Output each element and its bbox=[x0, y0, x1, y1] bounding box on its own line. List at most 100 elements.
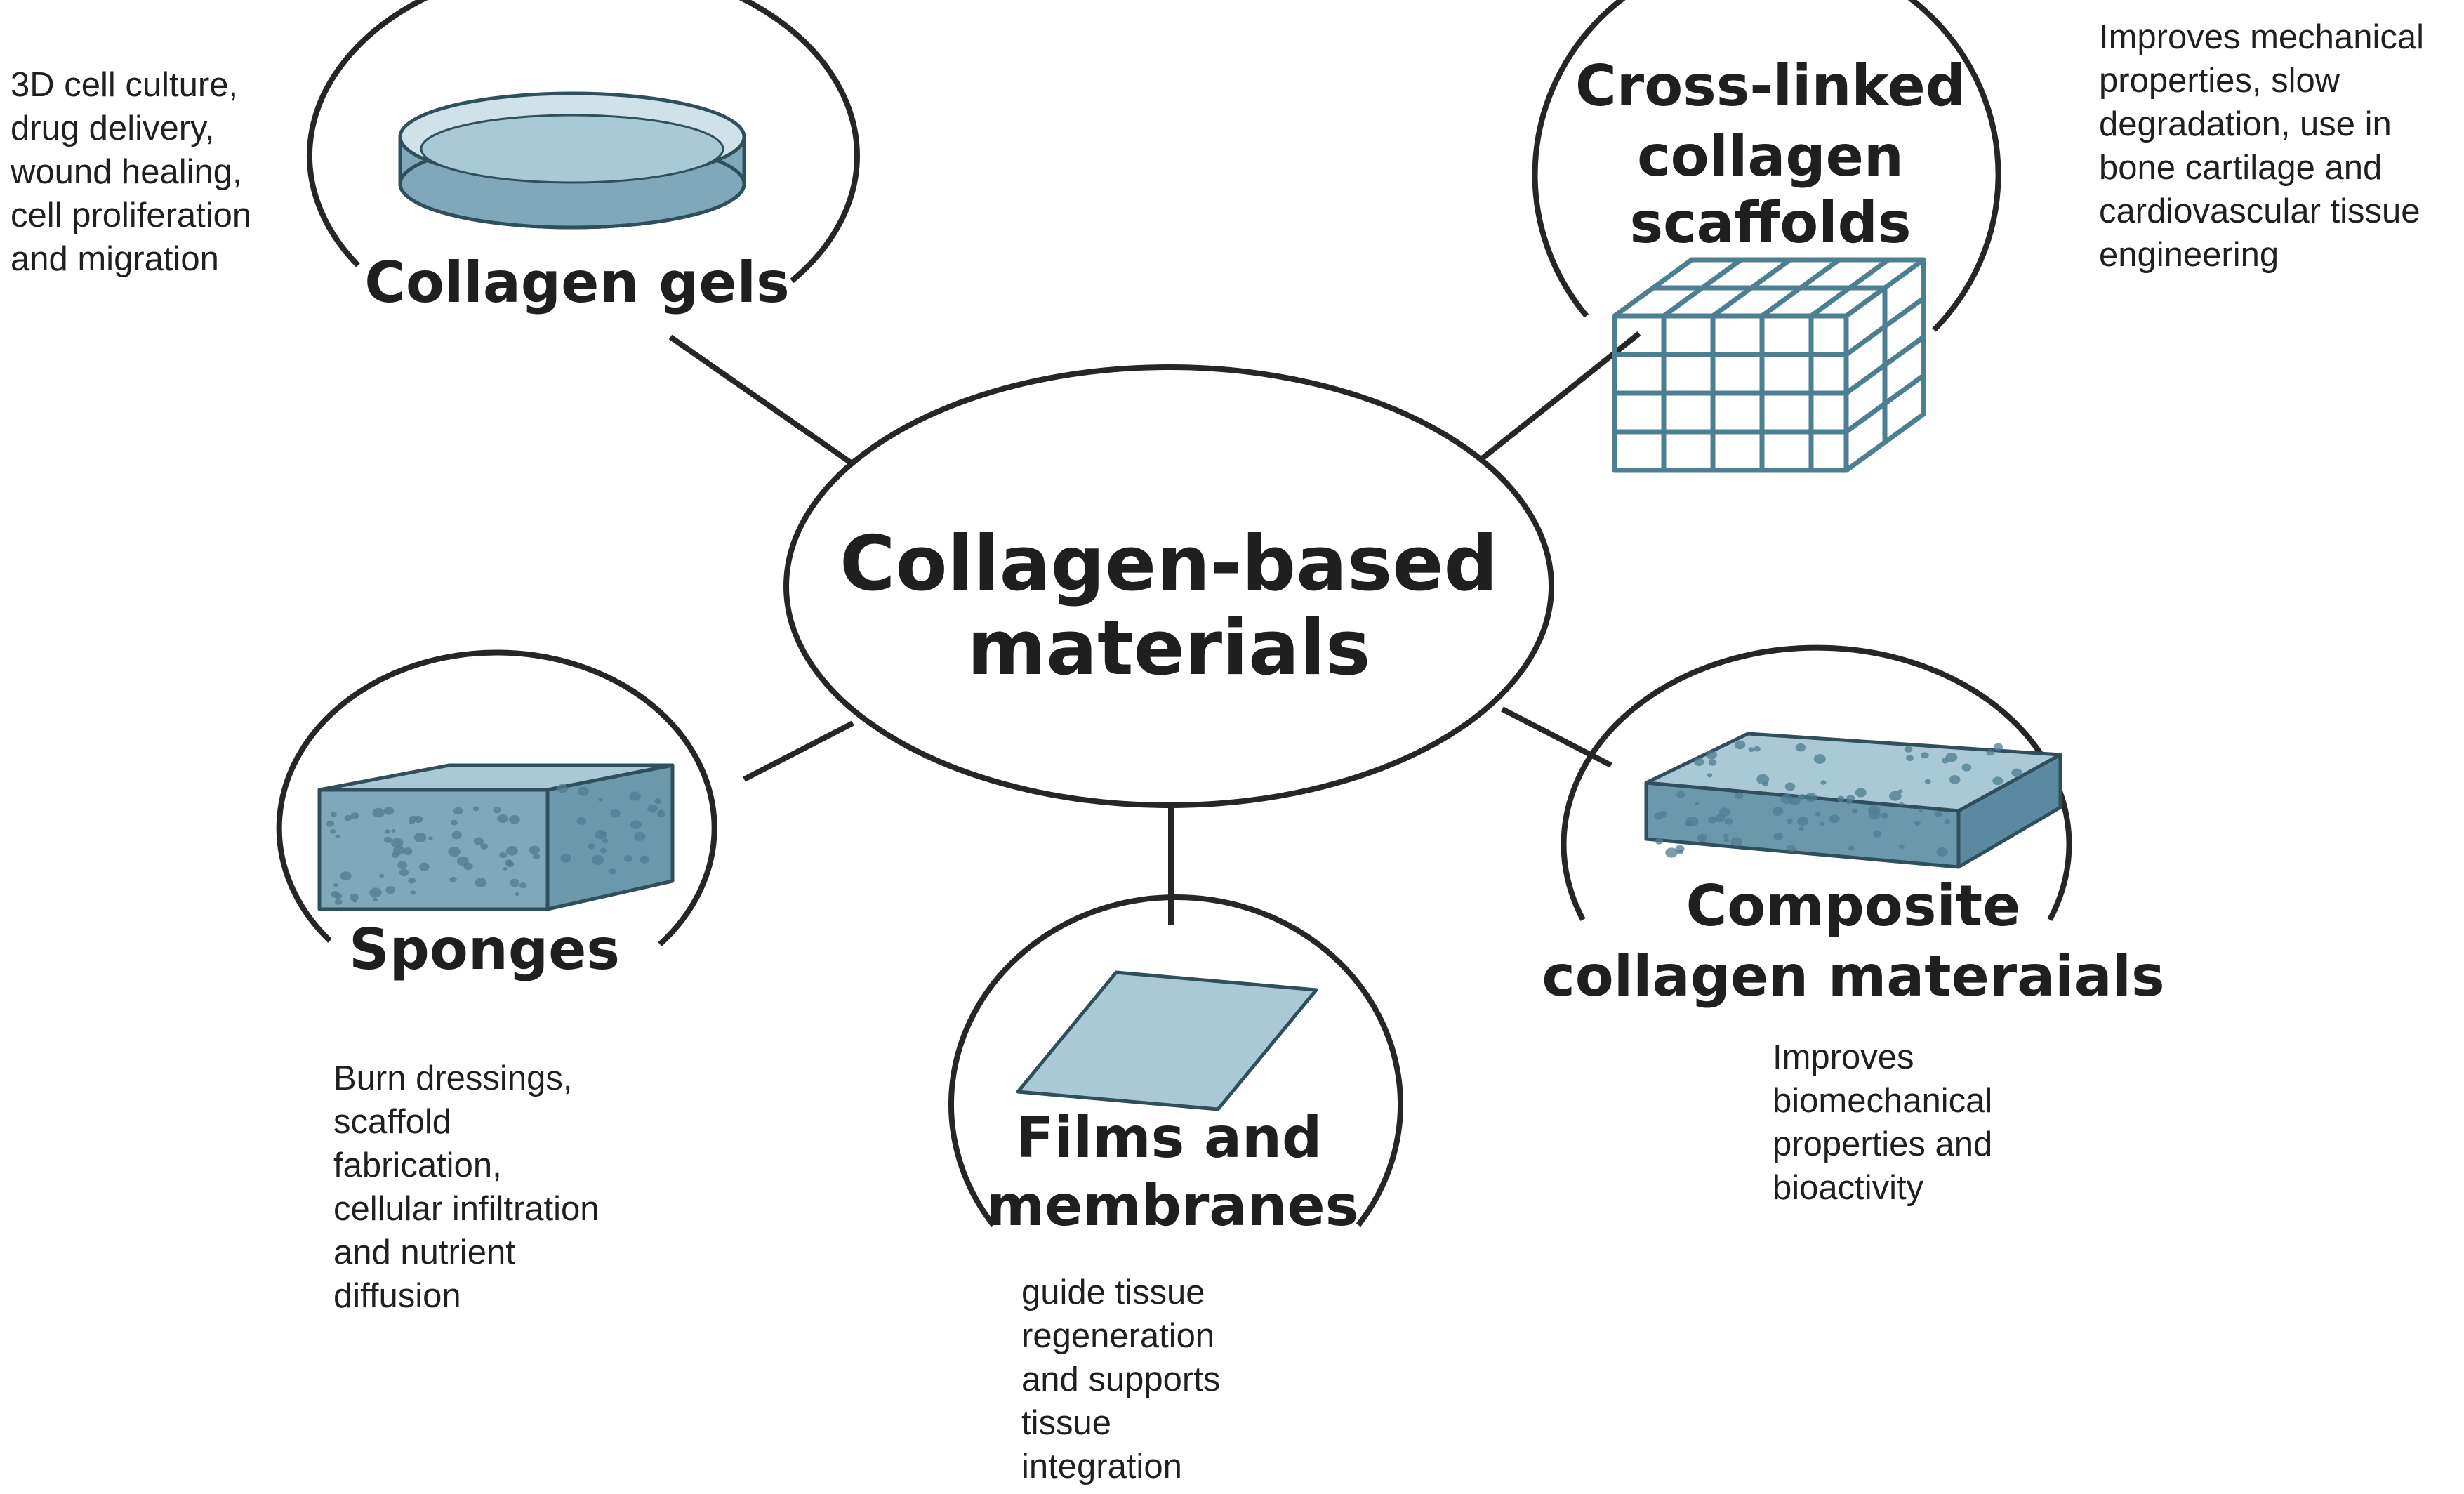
pore-dot bbox=[1789, 797, 1801, 806]
center-ellipse bbox=[783, 364, 1554, 808]
pore-dot bbox=[577, 786, 589, 796]
sponges-desc-line: Burn dressings, bbox=[333, 1059, 573, 1097]
pore-dot bbox=[1889, 791, 1902, 801]
composite-desc-line: biomechanical bbox=[1773, 1082, 1993, 1120]
pore-dot bbox=[1787, 845, 1796, 852]
pore-dot bbox=[413, 832, 427, 842]
pore-dot bbox=[428, 836, 433, 840]
connector-sponges bbox=[743, 720, 854, 782]
pore-dot bbox=[1881, 812, 1888, 819]
pore-dot bbox=[1655, 838, 1664, 845]
center-title-line-2: materials bbox=[967, 604, 1371, 692]
pore-dot bbox=[588, 843, 596, 850]
pore-dot bbox=[1836, 795, 1845, 802]
pore-dot bbox=[1919, 808, 1923, 812]
pore-dot bbox=[331, 812, 337, 817]
porous-block-icon bbox=[317, 763, 675, 911]
composite-slab-icon bbox=[1644, 732, 2062, 869]
pore-dot bbox=[344, 814, 352, 821]
pore-dot bbox=[505, 845, 519, 856]
pore-dot bbox=[634, 831, 646, 841]
pore-dot bbox=[1676, 791, 1685, 798]
pore-dot bbox=[1772, 807, 1784, 816]
pore-dot bbox=[1904, 746, 1913, 753]
pore-dot bbox=[610, 809, 621, 818]
pore-dot bbox=[463, 862, 473, 871]
crosslinked-desc-line: properties, slow bbox=[2099, 62, 2340, 100]
composite-node-outline bbox=[1561, 644, 2072, 921]
pore-dot bbox=[576, 817, 587, 825]
pore-dot bbox=[1786, 818, 1793, 824]
gels-description: 3D cell culture, drug delivery, wound he… bbox=[11, 63, 251, 281]
pore-dot bbox=[450, 819, 458, 826]
pore-dot bbox=[654, 798, 662, 805]
pore-dot bbox=[1846, 799, 1853, 805]
pore-dot bbox=[1735, 792, 1744, 800]
composite-title-line-1: Composite bbox=[1686, 873, 2021, 939]
pore-dot bbox=[532, 853, 541, 860]
gels-title: Collagen gels bbox=[364, 250, 789, 315]
gels-desc-line: wound healing, bbox=[11, 153, 242, 191]
pore-dot bbox=[529, 845, 540, 854]
pore-dot bbox=[657, 810, 665, 818]
node-collagen-gels: Collagen gels bbox=[307, 0, 860, 315]
pore-dot bbox=[369, 887, 382, 898]
crosslinked-desc-line: degradation, use in bbox=[2099, 105, 2392, 143]
pore-dot bbox=[1914, 820, 1921, 826]
pore-dot bbox=[1993, 743, 2003, 751]
pore-dot bbox=[385, 829, 391, 834]
pore-dot bbox=[350, 812, 359, 819]
pore-dot bbox=[453, 807, 463, 815]
pore-dot bbox=[1855, 788, 1867, 798]
pore-dot bbox=[1730, 837, 1742, 847]
pore-dot bbox=[1654, 812, 1664, 820]
pore-dot bbox=[1677, 849, 1683, 854]
pore-dot bbox=[1734, 740, 1746, 750]
pore-dot bbox=[1944, 819, 1951, 824]
pore-dot bbox=[1961, 763, 1972, 772]
pore-dot bbox=[602, 838, 609, 844]
crosslinked-title-line-3: scaffolds bbox=[1629, 190, 1911, 256]
films-desc-line: tissue bbox=[1021, 1404, 1112, 1442]
node-crosslinked-scaffolds: Cross-linked collagen scaffolds bbox=[1532, 0, 2001, 473]
pore-dot bbox=[499, 852, 508, 859]
composite-description: Improves biomechanical properties and bi… bbox=[1773, 1036, 1992, 1210]
pore-dot bbox=[1694, 758, 1704, 766]
pore-dot bbox=[1797, 817, 1809, 826]
pore-dot bbox=[1936, 847, 1948, 857]
pore-dot bbox=[472, 806, 479, 812]
pore-dot bbox=[1708, 759, 1717, 766]
thin-sheet-icon bbox=[1016, 970, 1318, 1111]
crosslinked-desc-line: cardiovascular tissue bbox=[2099, 192, 2420, 230]
sponges-node-outline bbox=[276, 649, 717, 946]
pore-dot bbox=[335, 834, 340, 838]
sponges-desc-line: fabrication, bbox=[333, 1146, 502, 1184]
pore-dot bbox=[1829, 814, 1840, 824]
gels-desc-line: 3D cell culture, bbox=[11, 66, 239, 104]
pore-dot bbox=[1992, 776, 2003, 786]
pore-dot bbox=[1868, 809, 1881, 820]
pore-dot bbox=[334, 899, 343, 905]
sponges-desc-line: diffusion bbox=[333, 1277, 461, 1315]
pore-dot bbox=[1819, 821, 1825, 827]
sponges-desc-line: scaffold bbox=[333, 1103, 451, 1141]
pore-dot bbox=[1754, 746, 1761, 752]
connectors bbox=[668, 331, 1641, 925]
pore-dot bbox=[340, 871, 352, 881]
crosslinked-desc-line: bone cartilage and bbox=[2099, 149, 2383, 187]
pore-dot bbox=[1762, 781, 1769, 787]
sponges-desc-line: and nutrient bbox=[333, 1234, 515, 1271]
pore-dot bbox=[1899, 844, 1905, 849]
connector-composite bbox=[1501, 706, 1612, 768]
pore-dot bbox=[1820, 780, 1827, 785]
films-title-line-2: membranes bbox=[986, 1173, 1359, 1238]
sponge-pores bbox=[326, 784, 665, 905]
pore-dot bbox=[397, 861, 408, 869]
pore-dot bbox=[630, 820, 642, 830]
pore-dot bbox=[595, 830, 607, 840]
pore-dot bbox=[1986, 749, 1995, 756]
pore-dot bbox=[1815, 812, 1821, 817]
films-title-line-1: Films and bbox=[1016, 1105, 1323, 1170]
pore-dot bbox=[497, 814, 508, 824]
